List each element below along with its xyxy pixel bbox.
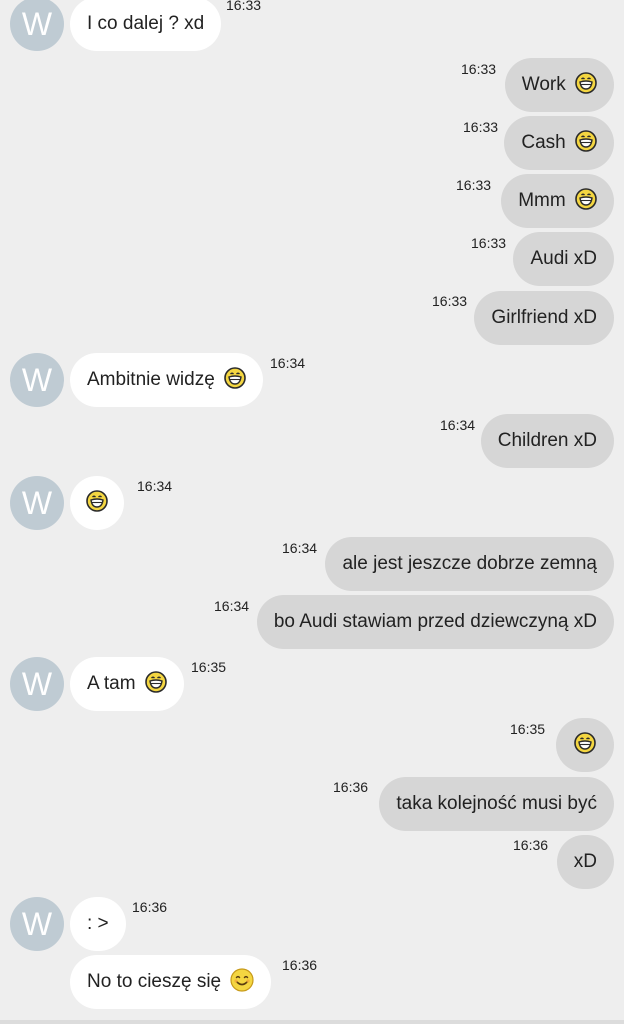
message-bubble[interactable]: [70, 476, 124, 530]
message-time: 16:34: [270, 355, 306, 371]
grin-icon: [86, 490, 108, 513]
message-bubble[interactable]: Mmm: [501, 174, 614, 228]
message-time: 16:34: [214, 598, 250, 614]
message-time: 16:36: [132, 899, 168, 915]
message-time: 16:35: [191, 659, 227, 675]
message-text: Children xD: [497, 430, 597, 451]
message-time: 16:33: [432, 293, 468, 309]
message-time: 16:33: [463, 119, 499, 135]
grin-icon: [575, 188, 597, 211]
message-time: 16:33: [456, 177, 492, 193]
message-text: Cash: [521, 132, 566, 153]
message-time: 16:33: [226, 0, 262, 13]
message-time: 16:36: [513, 837, 549, 853]
smile-icon: [230, 968, 255, 993]
grin-icon: [575, 130, 597, 153]
message-bubble[interactable]: Ambitnie widzę: [70, 353, 264, 407]
message-time: 16:34: [282, 540, 318, 556]
avatar[interactable]: W: [10, 476, 64, 530]
message-bubble[interactable]: bo Audi stawiam przed dziewczyną xD: [256, 595, 614, 649]
message-bubble[interactable]: taka kolejność musi być: [379, 777, 614, 831]
message-text: Girlfriend xD: [491, 307, 597, 328]
message-text: No to cieszę się: [87, 971, 222, 992]
message-bubble[interactable]: No to cieszę się: [70, 955, 272, 1009]
message-text: taka kolejność musi być: [396, 793, 597, 814]
grin-icon: [574, 732, 596, 755]
message-text: xD: [573, 851, 597, 872]
message-text: A tam: [87, 673, 136, 694]
message-bubble[interactable]: xD: [556, 835, 614, 889]
message-time: 16:33: [461, 61, 497, 77]
grin-icon: [224, 367, 246, 390]
message-time: 16:35: [510, 721, 546, 737]
avatar[interactable]: W: [10, 657, 64, 711]
message-text: : >: [87, 913, 109, 934]
message-text: bo Audi stawiam przed dziewczyną xD: [273, 611, 597, 632]
message-bubble[interactable]: Work: [504, 58, 614, 112]
message-bubble[interactable]: I co dalej ? xd: [70, 0, 222, 51]
message-bubble[interactable]: A tam: [70, 657, 184, 711]
message-time: 16:33: [471, 235, 507, 251]
bottom-divider: [0, 1020, 624, 1024]
grin-icon: [575, 72, 597, 95]
avatar[interactable]: W: [10, 353, 64, 407]
message-bubble[interactable]: Cash: [504, 116, 614, 170]
message-bubble[interactable]: Audi xD: [513, 232, 614, 286]
message-bubble[interactable]: ale jest jeszcze dobrze zemną: [325, 537, 614, 591]
avatar[interactable]: W: [10, 0, 64, 51]
message-time: 16:34: [137, 478, 173, 494]
message-bubble[interactable]: [556, 718, 614, 772]
message-text: Work: [521, 74, 566, 95]
message-text: I co dalej ? xd: [87, 13, 205, 34]
grin-icon: [145, 671, 167, 694]
message-text: Ambitnie widzę: [87, 369, 215, 390]
message-text: Audi xD: [530, 248, 597, 269]
message-time: 16:34: [440, 417, 476, 433]
message-time: 16:36: [333, 779, 369, 795]
avatar[interactable]: W: [10, 897, 64, 951]
message-bubble[interactable]: Girlfriend xD: [474, 291, 614, 345]
message-text: Mmm: [518, 190, 566, 211]
message-text: ale jest jeszcze dobrze zemną: [342, 553, 597, 574]
message-bubble[interactable]: Children xD: [480, 414, 614, 468]
message-time: 16:36: [282, 957, 318, 973]
message-bubble[interactable]: : >: [70, 897, 126, 951]
